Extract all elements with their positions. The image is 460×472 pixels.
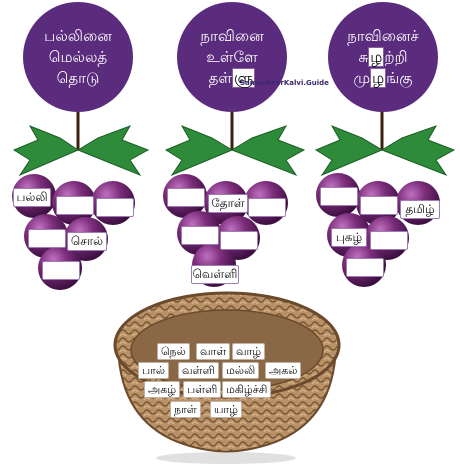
grape-3-box-2[interactable] bbox=[360, 196, 398, 215]
basket-word[interactable]: யாழ் bbox=[210, 401, 243, 418]
bubble-1-line-2: மெல்லத் bbox=[48, 47, 108, 66]
basket-word[interactable]: மல்லி bbox=[222, 362, 260, 379]
basket-word[interactable]: வாள் bbox=[196, 343, 231, 360]
basket-word[interactable]: நெல் bbox=[157, 343, 190, 360]
basket-word[interactable]: பள்ளி bbox=[183, 381, 222, 398]
bubble-2-line-3: தள்ளு bbox=[208, 67, 256, 89]
bubble-3-line-3-highlight: ழ bbox=[370, 67, 387, 88]
bubble-1-line-3: தொடு bbox=[56, 68, 100, 87]
grape-2-box-5[interactable] bbox=[220, 231, 258, 250]
bubble-2-line-3-prefix: தள் bbox=[208, 68, 232, 87]
bubble-3-line-3-prefix: மு bbox=[353, 68, 371, 87]
watermark: SamacheerKalvi.Guide bbox=[240, 79, 329, 87]
grape-1-box-3[interactable] bbox=[96, 198, 134, 217]
grape-3-box-4[interactable]: புகழ் bbox=[331, 228, 367, 247]
grape-1-box-5[interactable]: சொல் bbox=[67, 232, 107, 251]
instruction-bubble-2: நாவினை உள்ளே தள்ளு bbox=[177, 2, 287, 112]
basket-word[interactable]: வாழ் bbox=[232, 343, 266, 360]
bubble-1-line-1: பல்லினை bbox=[44, 26, 112, 45]
grape-3-box-6[interactable] bbox=[346, 258, 384, 277]
basket-word[interactable]: வள்ளி bbox=[178, 362, 219, 379]
grape-3-box-1[interactable] bbox=[320, 187, 358, 206]
leaves bbox=[12, 125, 456, 177]
bubble-2-line-2: உள்ளே bbox=[206, 47, 258, 66]
grape-1-box-6[interactable] bbox=[42, 261, 80, 280]
grape-2-box-4[interactable] bbox=[181, 226, 219, 245]
grape-2-box-3[interactable] bbox=[248, 198, 286, 217]
bubble-3-line-3-suffix: ங்கு bbox=[386, 68, 413, 87]
grape-1-box-4[interactable] bbox=[28, 229, 66, 248]
bubble-3-line-1: நாவினைச் bbox=[347, 26, 419, 45]
basket-word[interactable]: அகழ் bbox=[144, 381, 181, 398]
grape-2-box-1[interactable] bbox=[167, 188, 205, 207]
grape-3-box-5[interactable] bbox=[370, 231, 408, 250]
bubble-3-line-2-prefix: சு bbox=[358, 47, 369, 66]
grape-1-box-1[interactable]: பல்லி bbox=[13, 188, 51, 207]
basket-word[interactable]: அகல் bbox=[265, 362, 302, 379]
bubble-2-highlight: ளு bbox=[231, 67, 256, 88]
grape-1-box-2[interactable] bbox=[56, 196, 94, 215]
grape-2-box-2[interactable]: தோள் bbox=[208, 194, 248, 213]
instruction-bubble-1: பல்லினை மெல்லத் தொடு bbox=[23, 2, 133, 112]
bubble-3-line-2-suffix: ற்றி bbox=[384, 47, 408, 66]
basket-word[interactable]: பால் bbox=[138, 362, 170, 379]
grape-3-box-3[interactable]: தமிழ் bbox=[400, 200, 440, 219]
basket-word[interactable]: நாள் bbox=[170, 401, 201, 418]
basket-word[interactable]: மகிழ்ச்சி bbox=[222, 381, 272, 398]
bubble-3-line-2-highlight: ழ bbox=[368, 46, 385, 67]
stem-1 bbox=[76, 108, 384, 150]
grape-2-box-6[interactable]: வெள்ளி bbox=[191, 265, 239, 284]
bubble-2-line-1: நாவினை bbox=[200, 26, 264, 45]
